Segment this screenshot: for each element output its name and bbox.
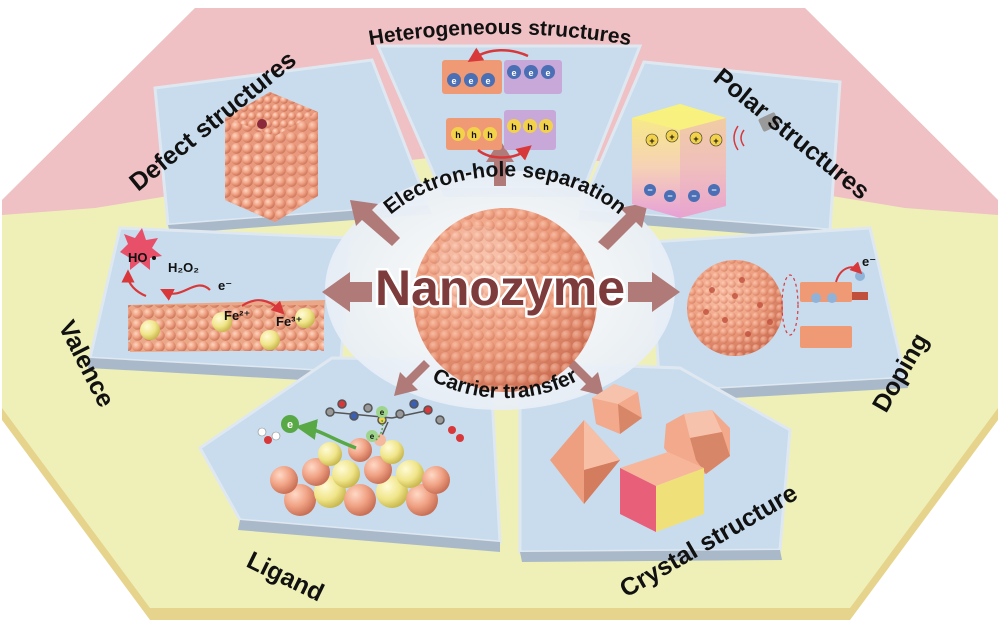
label-electron-doping: e⁻	[862, 254, 876, 269]
svg-text:e: e	[451, 76, 456, 86]
svg-text:HO: HO	[128, 250, 148, 265]
heterogeneous-illustration: e e e e e e h h h h h h	[442, 47, 562, 161]
svg-text:e: e	[511, 68, 516, 78]
svg-text:h: h	[527, 122, 533, 132]
svg-text:h: h	[471, 130, 477, 140]
center-title: Nanozyme	[375, 260, 625, 316]
svg-text:e: e	[380, 408, 385, 417]
polar-illustration: + + + + − − − −	[632, 104, 780, 218]
ligand-surface	[270, 438, 450, 516]
label-h2o2: H₂O₂	[168, 260, 199, 275]
svg-text:e: e	[370, 432, 375, 441]
doping-illustration: e⁻	[687, 254, 876, 356]
svg-text:−: −	[691, 191, 696, 201]
svg-text:e: e	[287, 419, 293, 431]
svg-text:e: e	[468, 76, 473, 86]
electron-row-left: e e e	[447, 73, 495, 87]
positive-charges: + + + +	[645, 129, 723, 147]
svg-text:e: e	[485, 76, 490, 86]
arrow-to-valence	[322, 272, 372, 312]
svg-text:+: +	[669, 132, 674, 142]
negative-charges: − − − −	[644, 184, 720, 202]
arrow-to-doping	[628, 272, 680, 312]
water-molecules	[257, 426, 464, 444]
svg-text:h: h	[511, 122, 517, 132]
svg-text:h: h	[543, 122, 549, 132]
label-fe2: Fe²⁺	[224, 308, 250, 323]
doping-electron	[855, 271, 865, 281]
center-arrows	[322, 140, 680, 396]
svg-text:h: h	[455, 130, 461, 140]
ligand-illustration: e e e	[257, 399, 464, 516]
crystal-illustration	[550, 384, 730, 532]
arrow-to-defect	[350, 200, 400, 246]
hole-row-left: h h h	[451, 127, 497, 141]
ultrasound-probe-icon	[733, 112, 780, 151]
svg-text:−: −	[711, 185, 716, 195]
svg-text:−: −	[647, 185, 652, 195]
defect-site	[257, 119, 267, 129]
label-electron-valence: e⁻	[218, 278, 232, 293]
electron-row-right: e e e	[507, 65, 555, 79]
svg-text:−: −	[667, 191, 672, 201]
ligand-electron-big	[281, 415, 299, 433]
svg-text:e: e	[545, 68, 550, 78]
nanozyme-sphere	[413, 208, 597, 392]
svg-text:+: +	[713, 136, 718, 146]
svg-text:+: +	[693, 134, 698, 144]
svg-text:+: +	[649, 136, 654, 146]
label-fe3: Fe³⁺	[276, 314, 302, 329]
radical-star	[120, 228, 162, 270]
defect-illustration	[225, 92, 318, 222]
arrow-to-heterogeneous	[486, 140, 514, 186]
crystal-cube	[620, 452, 704, 486]
svg-text:e: e	[528, 68, 533, 78]
arrow-to-ligand	[394, 360, 430, 396]
arrow-to-polar	[598, 202, 648, 250]
arrow-to-crystal	[568, 360, 604, 396]
svg-text:h: h	[487, 130, 493, 140]
valence-illustration: HO H₂O₂ e⁻ Fe²⁺ Fe³⁺	[120, 228, 325, 352]
hole-row-right: h h h	[507, 119, 553, 133]
